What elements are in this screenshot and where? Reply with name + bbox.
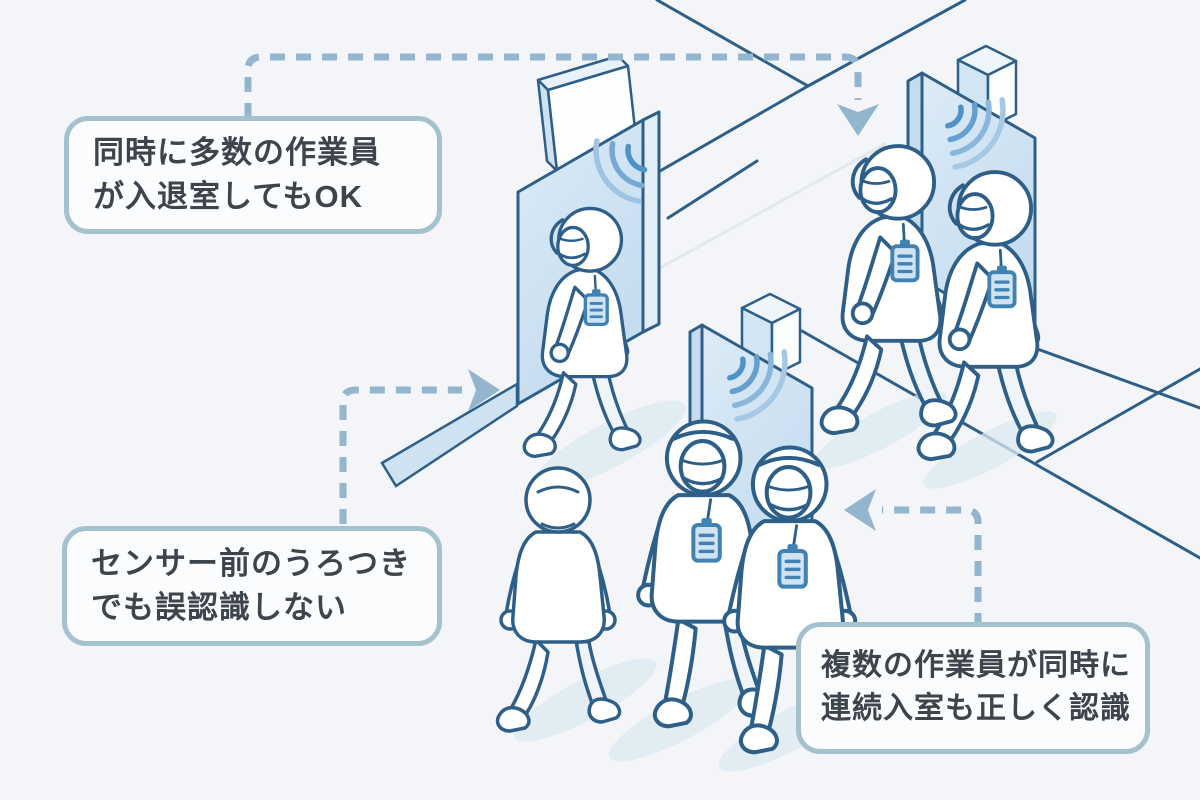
signal-waves-icon: [945, 97, 1006, 170]
dashed-arrow-left: [339, 386, 462, 524]
callout-text-line: センサー前のうろつき: [91, 545, 411, 581]
worker-shadow: [513, 658, 657, 742]
sensor-unit-icon: [740, 292, 802, 378]
signal-waves-icon: [593, 138, 648, 204]
callout-text-line: でも誤認識しない: [91, 590, 347, 625]
callout-text-line: が入退室してもOK: [93, 179, 364, 214]
arrowhead-down-icon: [837, 104, 879, 136]
callout-text-line: 複数の作業員が同時に: [821, 649, 1131, 683]
callout-no-false-detection: センサー前のうろつき でも誤認識しない: [62, 526, 442, 646]
callout-text-line: 連続入室も正しく認識: [821, 692, 1131, 725]
arrowhead-right-icon: [468, 369, 500, 411]
callout-consecutive-entry: 複数の作業員が同時に 連続入室も正しく認識: [796, 622, 1150, 754]
callout-simultaneous-entry: 同時に多数の作業員 が入退室してもOK: [64, 116, 442, 234]
worker-shadow: [813, 391, 947, 469]
signal-waves-icon: [727, 349, 788, 422]
dashed-arrow-top: [244, 53, 862, 118]
arrowhead-left-icon: [844, 489, 876, 531]
gate-left-sill: [380, 381, 519, 488]
dashed-arrows: [244, 53, 982, 628]
arrowheads: [468, 104, 879, 531]
callout-text-line: 同時に多数の作業員: [93, 134, 381, 170]
dashed-arrow-right: [882, 506, 982, 628]
